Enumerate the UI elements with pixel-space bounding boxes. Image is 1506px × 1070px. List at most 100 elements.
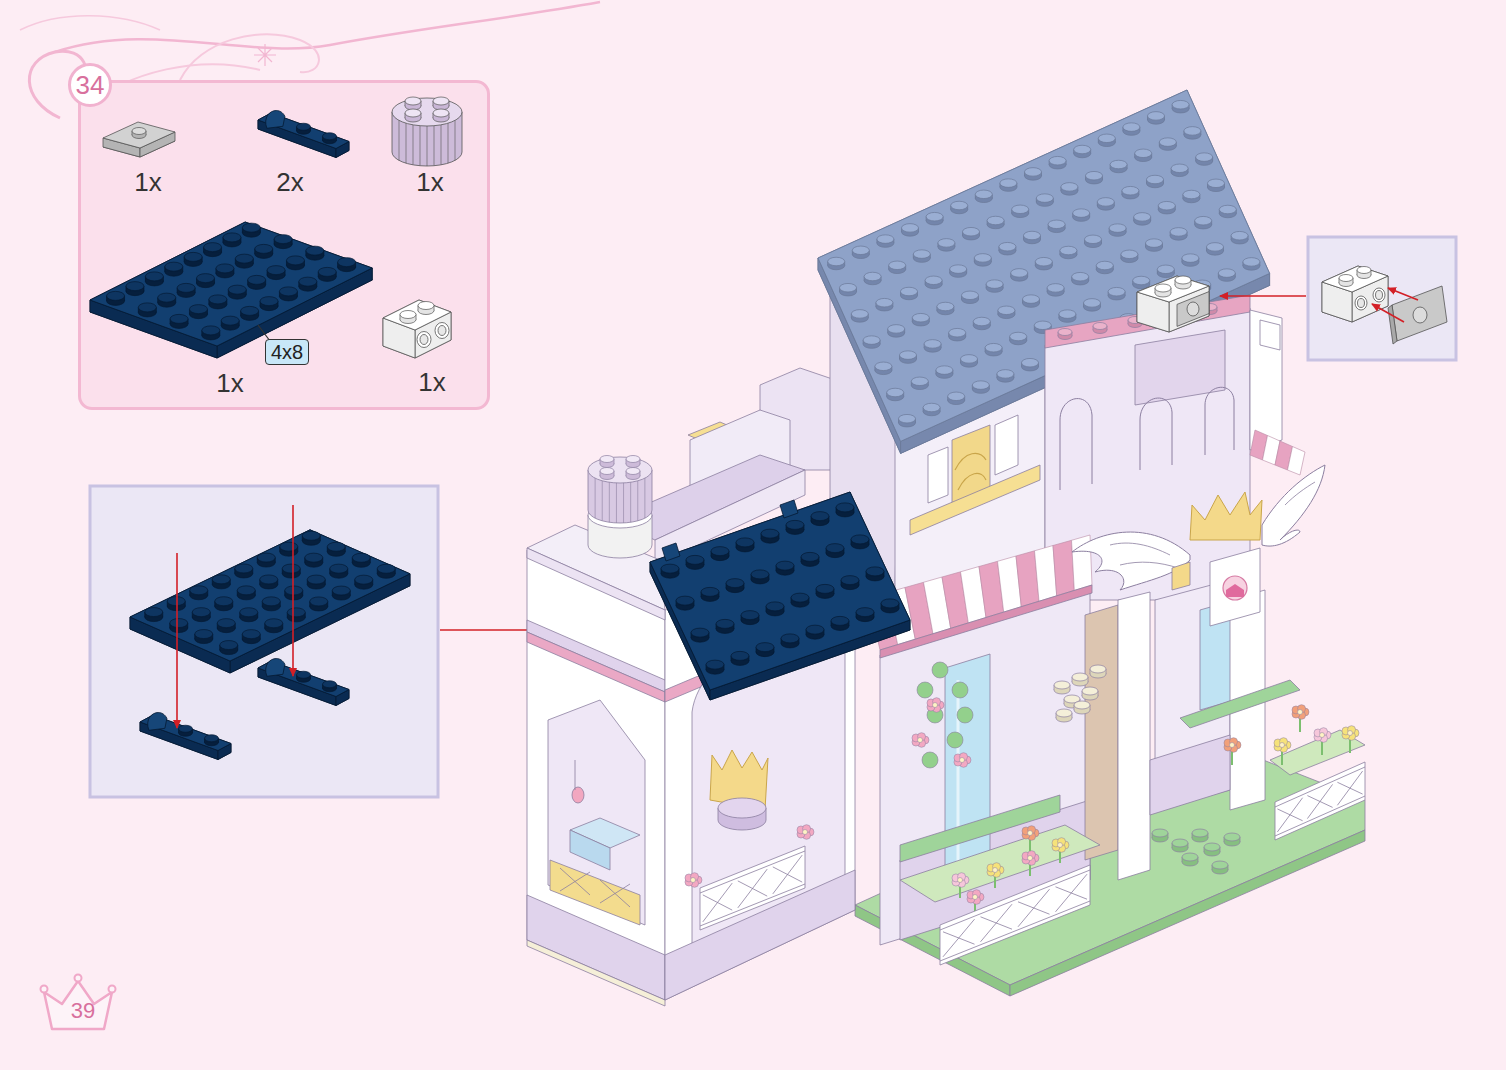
leaf [922,752,938,768]
stud-top [626,456,640,463]
cylinder-groove [609,478,610,522]
stud-top [170,619,188,628]
stud-top [302,531,320,540]
brick-top [130,530,410,661]
hinge-plate [258,659,349,706]
flower-center [691,878,696,883]
face [1135,330,1225,405]
stud-top [235,254,253,263]
stud-top [405,109,421,117]
stud-top [1159,138,1176,147]
arch-outline [1205,387,1234,455]
stud-top [170,314,188,323]
stud-top [418,302,434,310]
cylinder-groove [427,120,428,166]
cylinder-top [588,457,652,483]
stud-top [1243,258,1260,267]
stud-top [1204,843,1220,851]
fence-rail [940,870,1090,930]
stud-top [1084,299,1101,308]
stud-top [132,128,146,135]
flower-center [918,738,923,743]
stud-top [856,608,874,617]
stud-top [323,681,337,688]
stud-top [145,608,163,617]
stud-top [866,567,884,576]
stud-top [280,542,298,551]
stud-top [286,256,304,265]
assembly-arrow [176,553,178,728]
stud-top [1152,829,1168,837]
pin-hole [417,332,431,348]
stud-top [287,608,305,617]
pin-hole-inner [420,335,428,345]
stud-top [756,643,774,652]
stud-top [924,340,941,349]
stud-top [731,651,749,660]
plate-stud [1413,307,1427,323]
face [527,940,665,1006]
stud-top [912,313,929,322]
fence-cross [773,855,802,894]
assembly-arrow [292,505,294,676]
stud-top [1357,267,1371,274]
stud-top [400,311,416,319]
stud-top [1212,861,1228,869]
stud-top [217,619,235,628]
stud-top [1339,275,1353,282]
face [527,550,665,1000]
fence-cross [943,932,975,944]
stud-top [197,274,215,283]
stud-top [691,628,709,637]
stud-top [851,535,869,544]
fence [700,846,805,930]
fence-rail [1275,796,1365,836]
stud-top [205,735,219,742]
fence-cross [1018,889,1050,927]
cylinder-groove [630,478,631,522]
stud-top [192,608,210,617]
stud-top [1074,701,1090,709]
cylinder-groove [434,120,435,165]
stud-top [221,316,239,325]
fence-cross [703,895,732,910]
step-number-circle: 34 [68,63,112,107]
arch-outline [1140,398,1172,470]
stud-top [900,351,917,360]
stud-top [330,564,348,573]
stud-top [1182,853,1198,861]
stud-top [1090,665,1106,673]
flower-center [1320,733,1325,738]
fence-rail [940,901,1090,961]
detail-panel [1308,237,1456,360]
stud-top [267,266,285,275]
stud-top [310,597,328,606]
stud-top [1171,164,1188,173]
stud-top [189,305,207,314]
stud-top [1049,156,1066,165]
new-brick [1137,276,1209,332]
stud-top [801,552,819,561]
face [550,860,640,925]
stud-top [248,275,266,284]
stud-top [987,216,1004,225]
pin-hole-inner [1376,291,1383,300]
stud-top [1082,687,1098,695]
subassembly [130,505,410,760]
stud-top [766,602,784,611]
fence-cross [1277,798,1302,832]
stud-top [1133,276,1150,285]
stud-top [306,246,324,255]
swirl [20,16,160,30]
face [527,620,665,692]
stud-top [1195,216,1212,225]
face [1118,592,1150,880]
fence-rail [1275,767,1365,807]
stud-top [138,303,156,312]
stud-top [963,227,980,236]
fence [1275,762,1365,840]
pin-hole-inner [1358,299,1365,308]
stud-top [881,599,899,608]
stud-top [776,561,794,570]
flower-center [993,868,998,873]
